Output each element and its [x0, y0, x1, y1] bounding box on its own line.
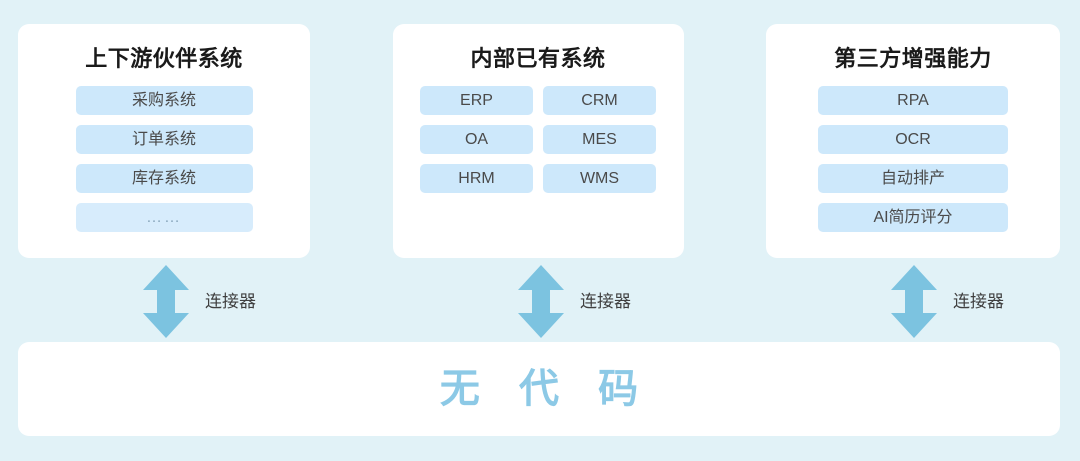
nocode-platform-label: 无 代 码 — [439, 367, 653, 411]
nocode-platform-bar[interactable]: 无 代 码 — [18, 342, 1060, 436]
pill-item[interactable]: RPA — [818, 85, 1008, 115]
double-arrow-vertical-icon — [891, 264, 937, 338]
connector-label: 连接器 — [205, 291, 256, 311]
pill-item[interactable]: 订单系统 — [75, 124, 253, 154]
pill-item[interactable]: 自动排产 — [818, 163, 1008, 193]
connector-partner: 连接器 — [143, 262, 256, 340]
double-arrow-vertical-icon — [518, 264, 564, 338]
card-partner-systems[interactable]: 上下游伙伴系统 采购系统 订单系统 库存系统 …… — [18, 24, 310, 258]
pill-list-partner-systems: 采购系统 订单系统 库存系统 …… — [18, 85, 310, 232]
pill-item[interactable]: OA — [420, 124, 533, 154]
card-thirdparty-capabilities[interactable]: 第三方增强能力 RPA OCR 自动排产 AI简历评分 — [766, 24, 1060, 258]
card-title-thirdparty-capabilities: 第三方增强能力 — [834, 46, 992, 71]
double-arrow-vertical-icon — [143, 264, 189, 338]
connectors-row: 连接器 连接器 连接器 — [18, 262, 1060, 340]
pill-item[interactable]: AI简历评分 — [818, 202, 1008, 232]
connector-label: 连接器 — [580, 291, 631, 311]
connector-label: 连接器 — [953, 291, 1004, 311]
pill-item[interactable]: HRM — [420, 163, 533, 193]
pill-list-thirdparty-capabilities: RPA OCR 自动排产 AI简历评分 — [766, 85, 1060, 232]
pill-item[interactable]: OCR — [818, 124, 1008, 154]
pill-grid-internal-systems: ERP CRM OA MES HRM WMS — [393, 85, 684, 193]
connector-thirdparty: 连接器 — [891, 262, 1004, 340]
pill-item[interactable]: MES — [543, 124, 656, 154]
pill-item[interactable]: WMS — [543, 163, 656, 193]
pill-item[interactable]: 库存系统 — [75, 163, 253, 193]
connector-internal: 连接器 — [518, 262, 631, 340]
pill-item-ellipsis[interactable]: …… — [75, 202, 253, 232]
pill-item[interactable]: 采购系统 — [75, 85, 253, 115]
card-title-partner-systems: 上下游伙伴系统 — [85, 46, 243, 71]
pill-item[interactable]: ERP — [420, 85, 533, 115]
card-title-internal-systems: 内部已有系统 — [470, 46, 606, 71]
pill-item[interactable]: CRM — [543, 85, 656, 115]
card-internal-systems[interactable]: 内部已有系统 ERP CRM OA MES HRM WMS — [392, 24, 684, 258]
system-cards-row: 上下游伙伴系统 采购系统 订单系统 库存系统 …… 内部已有系统 ERP CRM… — [18, 24, 1060, 258]
